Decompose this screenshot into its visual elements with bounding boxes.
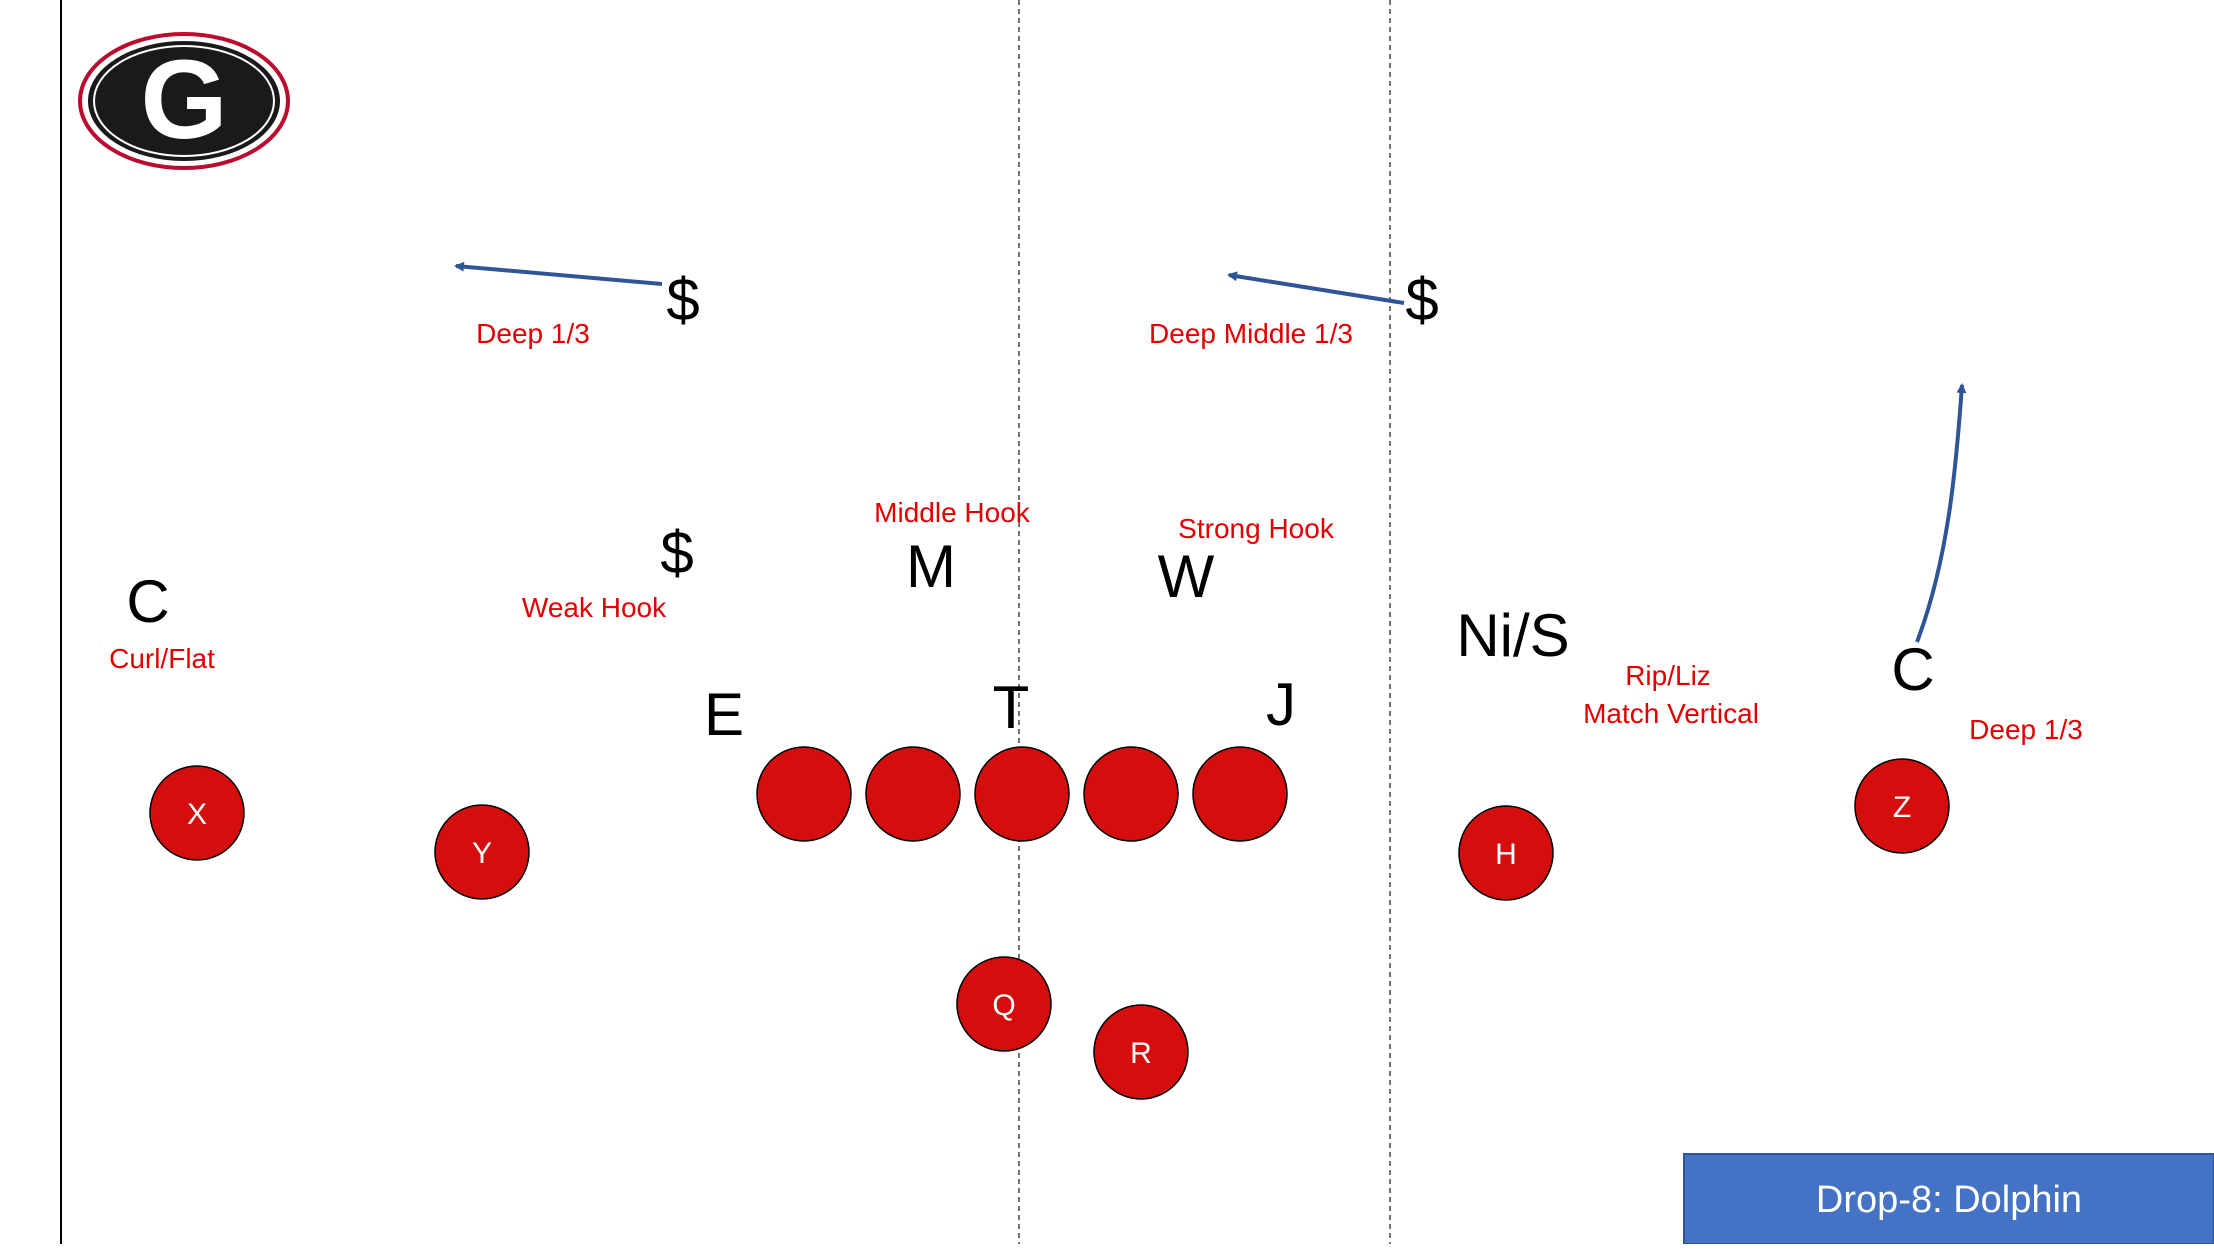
assignment-curl-flat: Curl/Flat: [109, 643, 215, 674]
player-label: Q: [992, 989, 1015, 1022]
jack-end: J: [1266, 671, 1296, 738]
player-label: R: [1130, 1037, 1152, 1070]
offensive-lineman: [1083, 746, 1179, 842]
offense-player-z: Z: [1854, 758, 1950, 854]
weak-hook-symbol: $: [660, 519, 693, 586]
nickel-safety: Ni/S: [1456, 602, 1569, 669]
player-label: X: [187, 798, 207, 831]
player-label: H: [1495, 838, 1517, 871]
corner-left: C: [126, 568, 169, 635]
georgia-g-logo: G: [78, 32, 290, 170]
offensive-lineman: [1192, 746, 1288, 842]
logo-letter: G: [140, 37, 227, 162]
assignment-weak-hook: Weak Hook: [522, 592, 667, 623]
play-title: Drop-8: Dolphin: [1816, 1179, 2082, 1221]
assignment-middle-hook: Middle Hook: [874, 497, 1031, 528]
offense-player-y: Y: [434, 804, 530, 900]
title-box: Drop-8: Dolphin: [1683, 1153, 2214, 1245]
assignment-deep-middle-third: Deep Middle 1/3: [1149, 318, 1353, 349]
deep-third-drop-arrow: [454, 261, 663, 286]
safety-weak-symbol: $: [666, 266, 699, 333]
assignment-deep-third-right: Deep 1/3: [1969, 714, 2083, 745]
assignment-strong-hook: Strong Hook: [1178, 513, 1335, 544]
offensive-lineman: [865, 746, 961, 842]
player-label: Z: [1893, 791, 1911, 824]
offensive-lineman-center: [974, 746, 1070, 842]
defensive-tackle: T: [993, 674, 1030, 741]
mike-linebacker: M: [906, 533, 956, 600]
offense-player-h: H: [1458, 805, 1554, 901]
defensive-end: E: [704, 681, 744, 748]
offense-player-x: X: [149, 765, 245, 861]
will-linebacker: W: [1158, 543, 1215, 610]
assignment-deep-third-left: Deep 1/3: [476, 318, 590, 349]
assignment-match-vertical: Match Vertical: [1583, 698, 1759, 729]
offense-player-q: Q: [956, 956, 1052, 1052]
corner-vertical-arrow: [1915, 383, 1967, 643]
assignment-rip-liz: Rip/Liz: [1625, 660, 1711, 691]
offense-player-r: R: [1093, 1004, 1189, 1100]
offensive-lineman: [756, 746, 852, 842]
corner-right: C: [1891, 636, 1934, 703]
safety-middle-symbol: $: [1405, 266, 1438, 333]
player-label: Y: [472, 837, 492, 870]
deep-middle-drop-arrow: [1227, 271, 1405, 305]
